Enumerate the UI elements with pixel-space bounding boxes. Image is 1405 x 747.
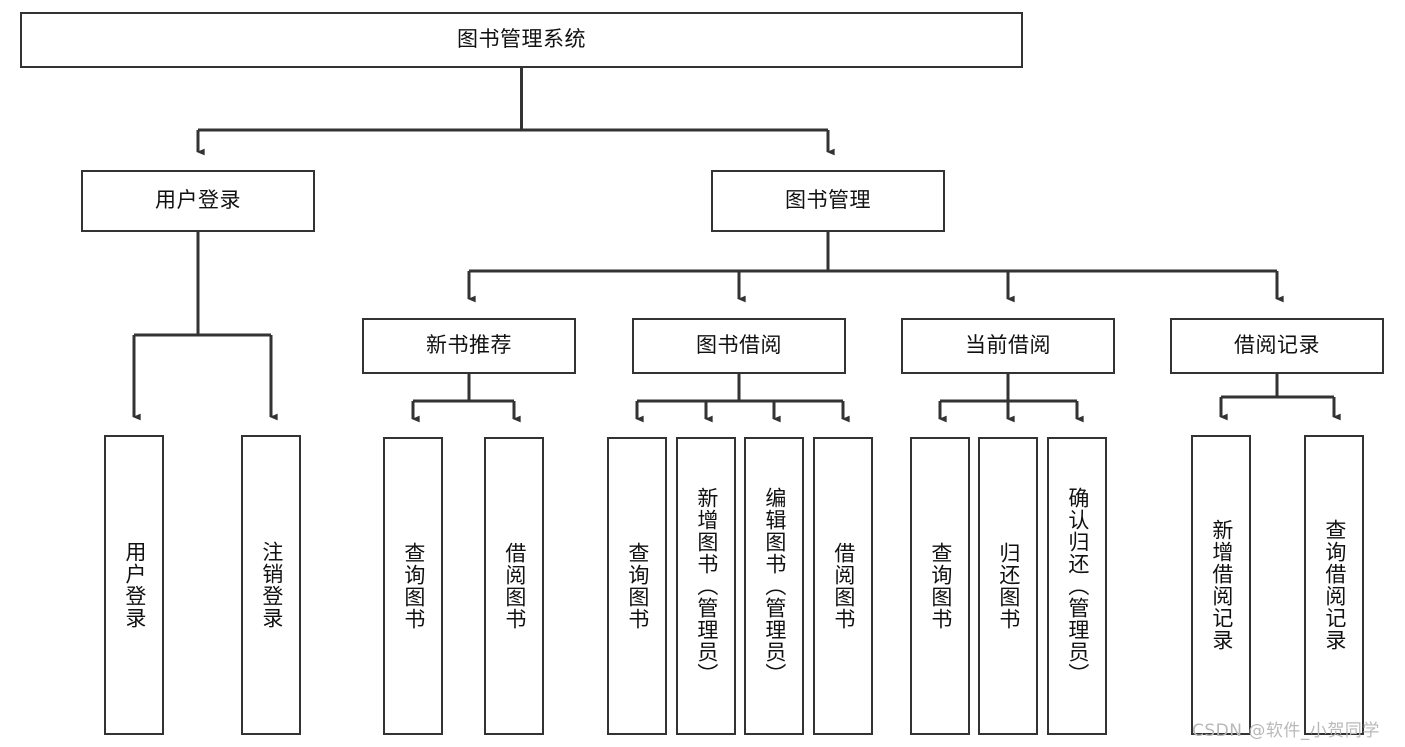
node-leaf-query-record[interactable]: 查询借阅记录 [1304,435,1364,735]
node-borrow-record[interactable]: 借阅记录 [1170,318,1384,374]
node-new-book-recommend[interactable]: 新书推荐 [362,318,576,374]
node-book-manage-label: 图书管理 [785,188,871,213]
node-root-label: 图书管理系统 [457,27,586,52]
node-leaf-borrow-book-1[interactable]: 借阅图书 [484,437,544,735]
node-leaf-borrow-book-1-label: 借阅图书 [502,542,527,630]
watermark-text: CSDN @软件_小贺同学 [1192,721,1380,741]
node-leaf-add-record[interactable]: 新增借阅记录 [1191,435,1251,735]
node-leaf-edit-book[interactable]: 编辑图书（管理员） [744,437,804,735]
node-current-borrow[interactable]: 当前借阅 [901,318,1115,374]
node-user-login-label: 用户登录 [155,188,241,213]
node-book-borrow[interactable]: 图书借阅 [632,318,846,374]
node-leaf-return-book-label: 归还图书 [996,542,1021,630]
node-book-borrow-label: 图书借阅 [696,333,782,358]
node-user-login[interactable]: 用户登录 [81,170,315,232]
node-leaf-confirm-return-label: 确认归还（管理员） [1065,487,1090,685]
node-leaf-query-book-1-label: 查询图书 [401,542,426,630]
node-leaf-borrow-book-2-label: 借阅图书 [831,542,856,630]
node-current-borrow-label: 当前借阅 [965,333,1051,358]
node-leaf-query-book-2-label: 查询图书 [625,542,650,630]
node-leaf-return-book[interactable]: 归还图书 [978,437,1038,735]
node-new-book-recommend-label: 新书推荐 [426,333,512,358]
node-leaf-add-book[interactable]: 新增图书（管理员） [676,437,736,735]
node-leaf-query-book-3[interactable]: 查询图书 [910,437,970,735]
node-leaf-query-book-3-label: 查询图书 [928,542,953,630]
node-root[interactable]: 图书管理系统 [20,12,1023,68]
node-leaf-borrow-book-2[interactable]: 借阅图书 [813,437,873,735]
node-leaf-user-logout-label: 注销登录 [259,541,284,629]
node-leaf-confirm-return[interactable]: 确认归还（管理员） [1047,437,1107,735]
node-leaf-user-logout[interactable]: 注销登录 [241,435,301,735]
node-leaf-user-login[interactable]: 用户登录 [104,435,164,735]
node-leaf-query-book-2[interactable]: 查询图书 [607,437,667,735]
node-borrow-record-label: 借阅记录 [1234,333,1320,358]
node-leaf-user-login-label: 用户登录 [122,541,147,629]
node-leaf-add-book-label: 新增图书（管理员） [694,487,719,685]
node-leaf-query-book-1[interactable]: 查询图书 [383,437,443,735]
node-leaf-query-record-label: 查询借阅记录 [1322,519,1347,651]
node-leaf-edit-book-label: 编辑图书（管理员） [762,487,787,685]
node-book-manage[interactable]: 图书管理 [711,170,945,232]
node-leaf-add-record-label: 新增借阅记录 [1209,519,1234,651]
